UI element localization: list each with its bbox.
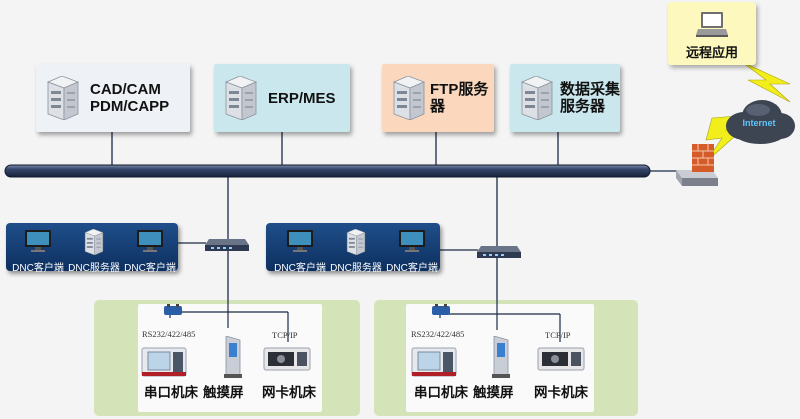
switch-icon bbox=[205, 239, 249, 251]
dnc-client: DNC客户端 bbox=[122, 229, 178, 274]
serial-protocol-label: RS232/422/485 bbox=[142, 329, 196, 339]
serial-adapter-icon bbox=[164, 304, 182, 315]
dnc-client: DNC客户端 bbox=[10, 229, 66, 274]
machine-label-nic: 网卡机床 bbox=[262, 385, 316, 400]
server-rack-icon bbox=[224, 75, 258, 121]
dnc-item-label: DNC客户端 bbox=[124, 263, 176, 274]
server-label: ERP/MES bbox=[268, 89, 336, 107]
tcp-protocol-label: TCP/IP bbox=[272, 330, 298, 340]
dnc-item-label: DNC客户端 bbox=[12, 263, 64, 274]
switch-icon bbox=[477, 246, 521, 258]
dnc-client: DNC客户端 bbox=[384, 229, 440, 274]
server-rack-icon bbox=[520, 75, 554, 121]
server-box-data-collection: 数据采集 服务器 bbox=[510, 64, 620, 132]
server-rack-icon bbox=[342, 228, 370, 256]
lathe-icon bbox=[263, 347, 311, 371]
tcp-protocol-label: TCP/IP bbox=[545, 330, 571, 340]
server-box-cad-cam: CAD/CAM PDM/CAPP bbox=[36, 64, 190, 132]
server-label: FTP服务器 bbox=[430, 81, 489, 115]
monitor-icon bbox=[287, 230, 313, 252]
monitor-icon bbox=[137, 230, 163, 252]
server-label: CAD/CAM PDM/CAPP bbox=[90, 81, 170, 115]
dnc-item-label: DNC客户端 bbox=[386, 263, 438, 274]
server-label: 数据采集 服务器 bbox=[560, 81, 621, 115]
lightning-icon bbox=[741, 61, 791, 103]
machine-label-touchscreen: 触摸屏 bbox=[473, 385, 514, 400]
dnc-server: DNC服务器 bbox=[328, 228, 384, 274]
dnc-server: DNC服务器 bbox=[66, 228, 122, 274]
lathe-icon bbox=[537, 347, 585, 371]
cnc-machine-icon bbox=[141, 347, 187, 377]
internet-label: Internet bbox=[742, 118, 775, 128]
touchscreen-icon bbox=[224, 336, 242, 378]
server-rack-icon bbox=[46, 75, 80, 121]
cloud-icon: Internet bbox=[726, 100, 795, 144]
monitor-icon bbox=[25, 230, 51, 252]
machine-label-touchscreen: 触摸屏 bbox=[203, 385, 244, 400]
remote-app-label: 远程应用 bbox=[685, 45, 738, 60]
serial-adapter-icon bbox=[432, 304, 450, 315]
cnc-machine-icon bbox=[411, 347, 457, 377]
monitor-icon bbox=[399, 230, 425, 252]
laptop-icon bbox=[696, 12, 728, 37]
server-box-erp-mes: ERP/MES bbox=[214, 64, 350, 132]
serial-protocol-label: RS232/422/485 bbox=[411, 329, 465, 339]
dnc-item-label: DNC服务器 bbox=[330, 263, 382, 274]
network-backbone bbox=[4, 164, 651, 178]
dnc-item-label: DNC客户端 bbox=[274, 263, 326, 274]
server-rack-icon bbox=[80, 228, 108, 256]
server-rack-icon bbox=[392, 75, 426, 121]
server-box-ftp: FTP服务器 bbox=[382, 64, 494, 132]
dnc-panel-left: DNC客户端 DNC服务器 DNC客户端 bbox=[6, 223, 178, 274]
machine-label-serial: 串口机床 bbox=[144, 385, 198, 400]
machine-label-serial: 串口机床 bbox=[414, 385, 468, 400]
dnc-panel-right: DNC客户端 DNC服务器 DNC客户端 bbox=[266, 223, 440, 274]
touchscreen-icon bbox=[492, 336, 510, 378]
machine-label-nic: 网卡机床 bbox=[534, 385, 588, 400]
dnc-client: DNC客户端 bbox=[272, 229, 328, 274]
remote-app-box: 远程应用 bbox=[668, 2, 756, 65]
dnc-item-label: DNC服务器 bbox=[68, 263, 120, 274]
firewall-icon bbox=[676, 144, 718, 186]
